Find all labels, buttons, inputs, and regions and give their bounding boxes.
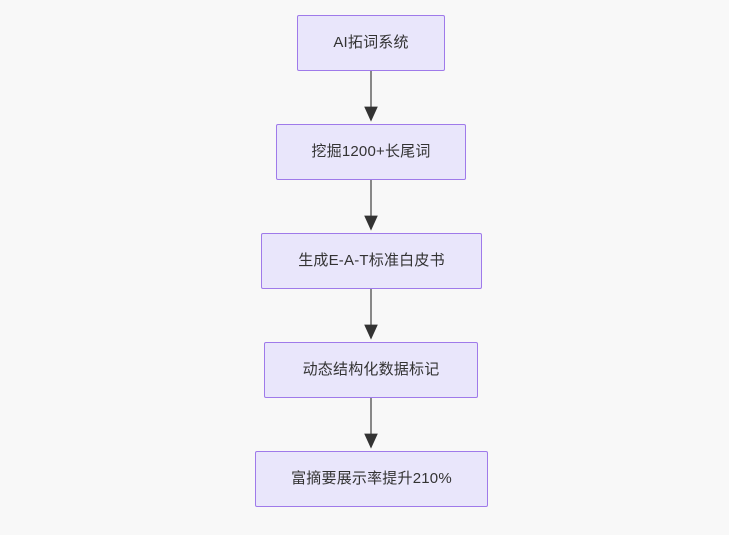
flowchart-node-rich-snippet-impression-lift[interactable]: 富摘要展示率提升210% xyxy=(255,451,488,507)
flowchart-node-ai-keyword-system[interactable]: AI拓词系统 xyxy=(297,15,445,71)
node-label: 生成E-A-T标准白皮书 xyxy=(298,252,445,269)
flowchart-node-generate-eat-whitepaper[interactable]: 生成E-A-T标准白皮书 xyxy=(261,233,482,289)
node-label: 挖掘1200+长尾词 xyxy=(311,143,431,160)
flowchart-node-dynamic-structured-data-markup[interactable]: 动态结构化数据标记 xyxy=(264,342,478,398)
flowchart-node-mine-longtail-keywords[interactable]: 挖掘1200+长尾词 xyxy=(276,124,466,180)
node-label: 富摘要展示率提升210% xyxy=(291,470,452,487)
node-label: 动态结构化数据标记 xyxy=(302,361,440,378)
node-label: AI拓词系统 xyxy=(333,34,409,51)
